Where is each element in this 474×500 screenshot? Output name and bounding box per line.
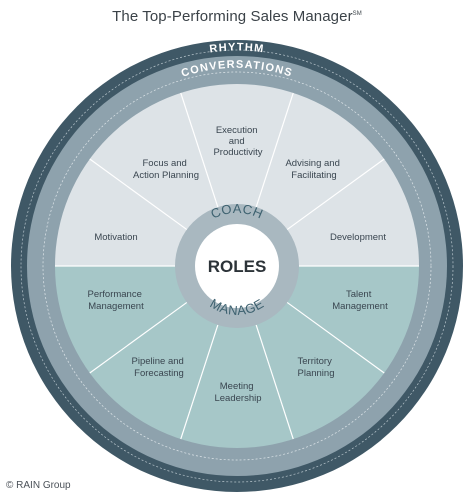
- rhythm-dashed-line: [20, 49, 454, 483]
- conversations-dashed-line: [42, 71, 432, 461]
- roles-center: [195, 224, 279, 308]
- segment-divider: [89, 158, 188, 231]
- segment-divider: [255, 324, 294, 440]
- segment-divider: [286, 158, 385, 231]
- segment-meeting-leadership: Meeting Leadership: [214, 381, 261, 404]
- segment-pipeline-forecasting: Pipeline and Forecasting: [132, 356, 187, 379]
- rhythm-label: RHYTHM: [209, 41, 265, 55]
- coach-half: [55, 84, 419, 266]
- manage-half: [55, 266, 419, 448]
- segment-execution-productivity: Execution and Productivity: [213, 125, 262, 158]
- segment-divider: [89, 301, 188, 374]
- segment-talent-management: Talent Management: [332, 289, 388, 312]
- segment-motivation: Motivation: [94, 232, 137, 243]
- segment-advising-facilitating: Advising and Facilitating: [285, 158, 342, 181]
- segment-divider: [180, 92, 219, 208]
- copyright-note: © RAIN Group: [6, 480, 71, 491]
- segment-territory-planning: Territory Planning: [298, 356, 335, 379]
- title-text: The Top-Performing Sales Manager: [112, 8, 353, 25]
- page-title: The Top-Performing Sales ManagerSM: [0, 8, 474, 25]
- manage-label: MANAGE: [208, 296, 267, 318]
- segment-focus-action-planning: Focus and Action Planning: [133, 158, 199, 181]
- service-mark: SM: [352, 11, 362, 17]
- segment-development: Development: [330, 232, 386, 243]
- coach-label: COACH: [209, 201, 266, 222]
- segment-performance-management: Performance Management: [87, 289, 144, 312]
- segment-divider: [255, 92, 294, 208]
- segment-divider: [286, 301, 385, 374]
- segment-dividers: [55, 92, 419, 440]
- roles-label: ROLES: [208, 257, 267, 276]
- segment-divider: [180, 324, 219, 440]
